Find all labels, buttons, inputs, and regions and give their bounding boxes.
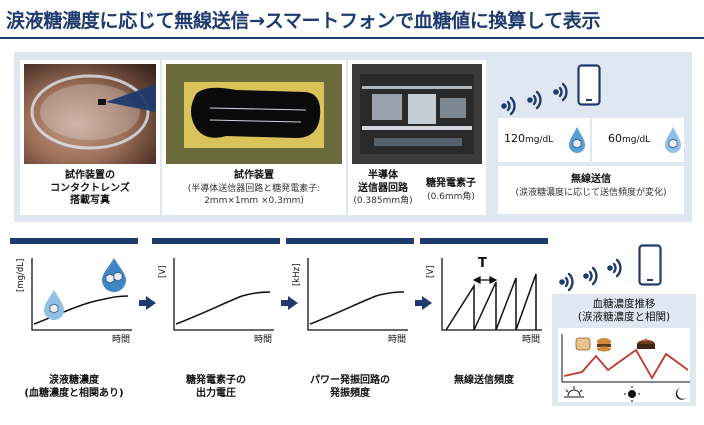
step1-label-2: (血糖濃度と相関あり) [24, 388, 124, 399]
step1-label: 涙液糖濃度 (血糖濃度と相関あり) [10, 374, 138, 400]
step3-label-1: パワー発振回路の [310, 375, 390, 386]
conc-low-card: 60mg/dL [592, 118, 684, 162]
bottom-wifi-icons [559, 258, 622, 292]
cube-icon [49, 303, 59, 314]
conc-high-card: 120mg/dL [498, 118, 590, 162]
device-caption-sub-1: (半導体送信器回路と糖発電素子: [187, 183, 321, 194]
step4-xlabel: 時間 [522, 335, 541, 345]
step-tear-glucose: [mg/dL] 時間 [10, 238, 138, 370]
wireless-sub: (涙液糖濃度に応じて送信頻度が変化) [515, 187, 667, 198]
step4-plot [441, 258, 542, 331]
device-photo [166, 64, 342, 164]
step-bar [10, 238, 138, 244]
cake-icon [637, 338, 655, 349]
conc-low-value: 60 [608, 132, 622, 145]
burger-icon [597, 338, 611, 352]
trend-panel: 血糖濃度推移 (涙液糖濃度と相関) [552, 294, 696, 406]
conc-high-unit: mg/dL [525, 135, 554, 145]
chip-caption-title-2: 送信器回路 [358, 182, 408, 194]
lens-caption-2: コンタクトレンズ [50, 182, 130, 194]
wifi-icon [583, 266, 598, 286]
device-card: 試作装置 (半導体送信器回路と糖発電素子: 2mm×1mm ×0.3mm) [162, 60, 346, 215]
trend-plot [561, 334, 690, 402]
chip-card: 半導体 送信器回路 (0.385mm角) 糖発電素子 (0.6mm角) [348, 60, 486, 215]
step3-label-2: 発振頻度 [330, 388, 370, 399]
wifi-icon [559, 272, 574, 292]
step3-plot [307, 258, 408, 331]
cube-icon [105, 273, 115, 284]
period-label: T [478, 256, 487, 271]
device-drawing [184, 82, 324, 148]
flow-arrow-1 [139, 296, 156, 310]
top-wifi-icons [501, 82, 568, 116]
step2-label: 糖発電素子の 出力電圧 [152, 374, 280, 400]
lens-card: 試作装置の コンタクトレンズ 搭載写真 [20, 60, 160, 215]
step2-label-1: 糖発電素子の [186, 375, 246, 386]
wifi-icon [501, 96, 516, 116]
trend-title-2: (涙液糖濃度と相関) [577, 311, 671, 323]
drop-icon [665, 127, 681, 153]
lens-caption-3: 搭載写真 [70, 195, 110, 206]
sun-icon [624, 386, 640, 402]
chip-caption-title-1: 半導体 [368, 170, 398, 181]
flow-arrow-2 [281, 296, 298, 310]
step4-label-1: 無線送信頻度 [454, 375, 514, 386]
drop-icon [102, 258, 126, 292]
cube-icon [668, 138, 678, 149]
page-title: 涙液糖濃度に応じて無線送信→スマートフォンで血糖値に換算して表示 [6, 10, 601, 32]
step4-label: 無線送信頻度 [420, 374, 548, 387]
drop-icon [44, 290, 64, 320]
lens-caption-1: 試作装置の [65, 170, 115, 181]
step-bar [420, 238, 548, 244]
bread-icon [575, 337, 591, 351]
trend-title-1: 血糖濃度推移 [592, 298, 656, 310]
flow-arrow-3 [415, 296, 432, 310]
step3-xlabel: 時間 [388, 335, 407, 345]
cube-icon [572, 138, 582, 149]
smartphone-icon [638, 244, 662, 286]
moon-icon [675, 388, 686, 400]
sunrise-icon [564, 386, 584, 398]
element-caption-sub: (0.6mm角) [427, 191, 475, 202]
drop-icon [569, 127, 585, 153]
step1-plot [31, 258, 132, 331]
wifi-icon [553, 82, 568, 102]
step-bar [152, 238, 280, 244]
title-rule [0, 37, 704, 39]
chip-photo [352, 64, 482, 164]
step1-label-1: 涙液糖濃度 [49, 375, 99, 386]
step-transmit: [V] T 時間 [420, 238, 548, 370]
top-panel: 試作装置の コンタクトレンズ 搭載写真 試作装置 (半導体送信器回路と糖発電素子… [14, 52, 692, 222]
step-oscillation: [kHz] 時間 [286, 238, 414, 370]
cube-icon [113, 271, 123, 282]
step2-xlabel: 時間 [254, 335, 273, 345]
step2-label-2: 出力電圧 [196, 388, 236, 399]
step3-label: パワー発振回路の 発振頻度 [286, 374, 414, 400]
smartphone-icon [577, 64, 601, 106]
step2-plot [173, 258, 274, 331]
chip-caption-sub: (0.385mm角) [353, 196, 413, 206]
wifi-icon [527, 90, 542, 110]
step1-xlabel: 時間 [112, 335, 131, 345]
conc-low-unit: mg/dL [622, 135, 651, 145]
device-caption-title: 試作装置 [234, 170, 274, 181]
step-bar [286, 238, 414, 244]
step-voltage: [V] 時間 [152, 238, 280, 370]
chip-drawing [360, 74, 474, 154]
lens-photo [24, 64, 156, 164]
conc-high-value: 120 [504, 132, 525, 145]
wireless-title: 無線送信 [571, 174, 611, 185]
wifi-icon [607, 258, 622, 278]
wireless-card: 無線送信 (涙液糖濃度に応じて送信頻度が変化) [498, 166, 684, 214]
element-caption-title: 糖発電素子 [426, 178, 476, 189]
lens-drawing [30, 74, 156, 150]
device-caption-sub-2: 2mm×1mm ×0.3mm) [204, 196, 304, 206]
